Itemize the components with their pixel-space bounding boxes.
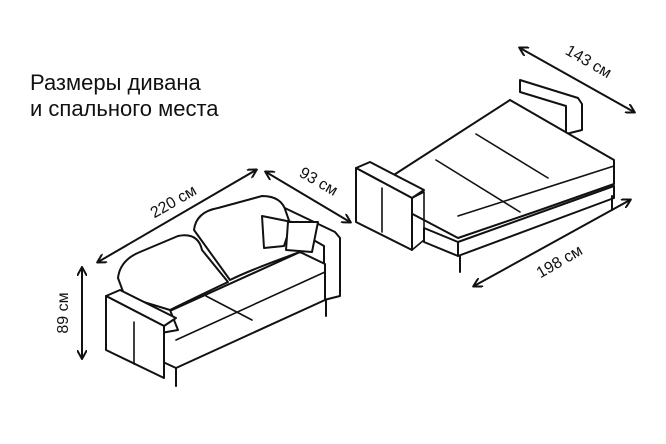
bed-front-armrest-inner: [411, 191, 425, 251]
dimension-lines: [82, 48, 634, 358]
dim-arrow-depth: [266, 172, 350, 222]
sofa-seat-split: [205, 295, 253, 321]
label-height: 89 см: [55, 292, 72, 333]
dim-arrow-length: [98, 170, 256, 262]
sofa-left-armrest-front: [105, 295, 165, 379]
bed-section-line-2: [475, 133, 549, 179]
label-length: 220 см: [148, 182, 200, 222]
pillow-right-2: [285, 221, 319, 253]
title-line-1: Размеры дивана: [30, 70, 201, 95]
diagram-title: Размеры дивана и спального места: [30, 70, 219, 122]
folded-sofa: [105, 195, 341, 387]
dim-arrow-bed-length: [474, 200, 630, 286]
title-line-2: и спального места: [30, 96, 219, 121]
dim-arrow-bed-width: [520, 48, 634, 112]
sofa-seat-edge: [175, 271, 326, 341]
